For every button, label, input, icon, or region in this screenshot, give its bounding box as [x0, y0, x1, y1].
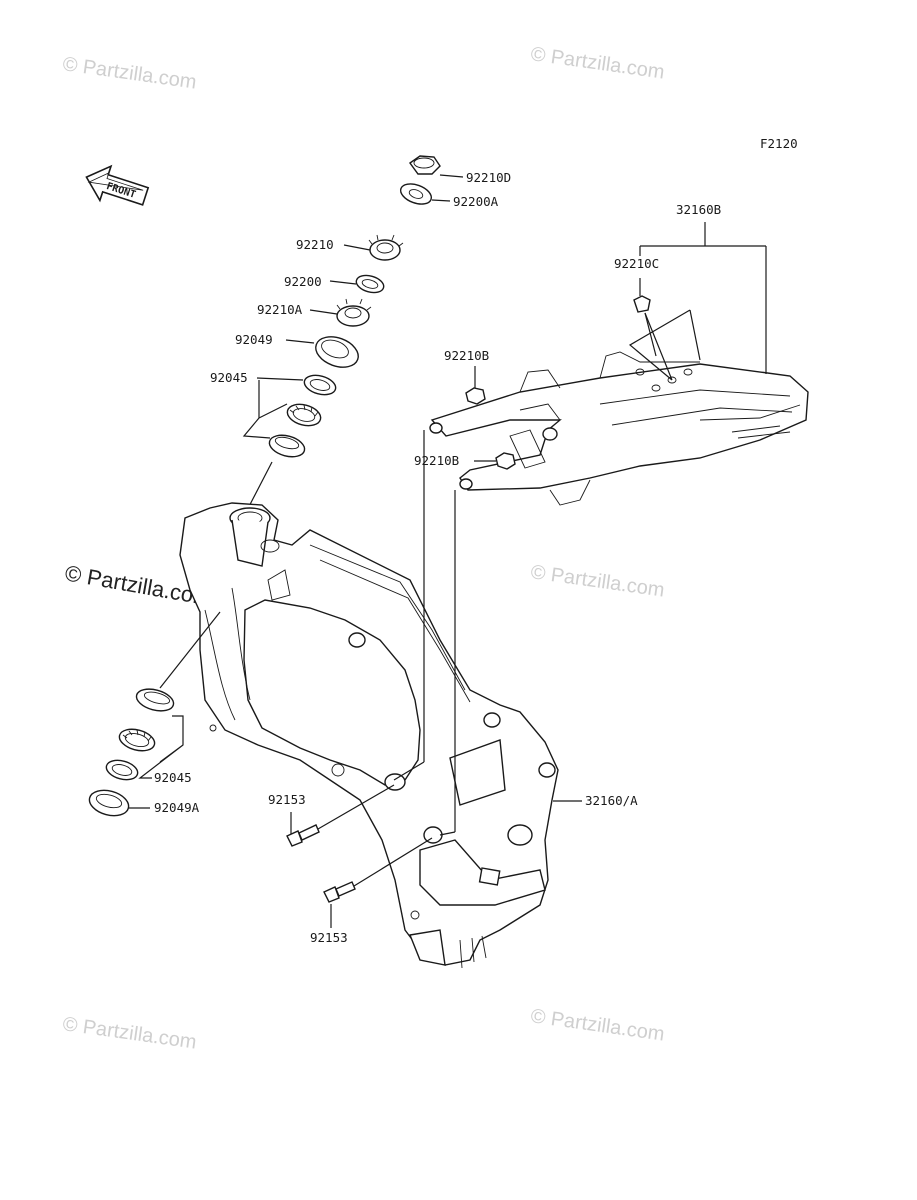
nut-92210c	[633, 295, 651, 313]
watermark-top-right: © Partzilla.com	[529, 43, 666, 84]
watermark-bottom-left: © Partzilla.com	[61, 1013, 198, 1054]
label-92153-top: 92153	[268, 792, 306, 807]
watermark-bottom-right: © Partzilla.com	[529, 1005, 666, 1046]
nut-92210b-top	[465, 387, 486, 405]
label-32160a: 32160/A	[585, 793, 638, 808]
label-92210c: 92210C	[614, 256, 659, 271]
label-92210a: 92210A	[257, 302, 303, 317]
label-92049a: 92049A	[154, 800, 200, 815]
washer-92200a	[399, 183, 433, 205]
locknut-92210a	[336, 298, 372, 327]
watermark-mid-right: © Partzilla.com	[529, 561, 666, 602]
label-92153-bot: 92153	[310, 930, 348, 945]
label-92210: 92210	[296, 237, 334, 252]
watermarks: © Partzilla.com © Partzilla.com © Partzi…	[61, 43, 666, 1054]
washer-92200	[355, 274, 385, 294]
bearing-balls-top	[286, 403, 322, 427]
bolt-92153-bottom	[323, 881, 356, 903]
label-92200a: 92200A	[453, 194, 499, 209]
seal-92049	[315, 336, 359, 368]
label-92200: 92200	[284, 274, 322, 289]
diagram-code: F2120	[760, 136, 798, 151]
bearing-race-bottom-lower	[105, 759, 139, 781]
label-92210d: 92210D	[466, 170, 511, 185]
label-92045-bot: 92045	[154, 770, 192, 785]
label-92049: 92049	[235, 332, 273, 347]
label-92210b-top: 92210B	[444, 348, 489, 363]
label-32160b: 32160B	[676, 202, 721, 217]
sub-frame-32160b	[429, 351, 809, 506]
front-arrow-icon: FRONT	[85, 164, 150, 206]
seal-92049a	[88, 789, 130, 817]
bearing-race-bottom-upper	[135, 688, 175, 712]
bearing-race-top-lower	[268, 434, 306, 458]
nut-92210b-bottom	[495, 452, 516, 470]
bearing-balls-bottom	[118, 728, 156, 752]
label-92210b-bot: 92210B	[414, 453, 459, 468]
main-frame-32160a	[179, 502, 559, 969]
bearing-race-top-upper	[303, 374, 337, 396]
label-92045-top: 92045	[210, 370, 248, 385]
watermark-top-left: © Partzilla.com	[61, 53, 198, 94]
nut-92210d	[409, 155, 441, 175]
locknut-92210	[368, 234, 404, 261]
bolt-92153-top	[286, 824, 320, 847]
